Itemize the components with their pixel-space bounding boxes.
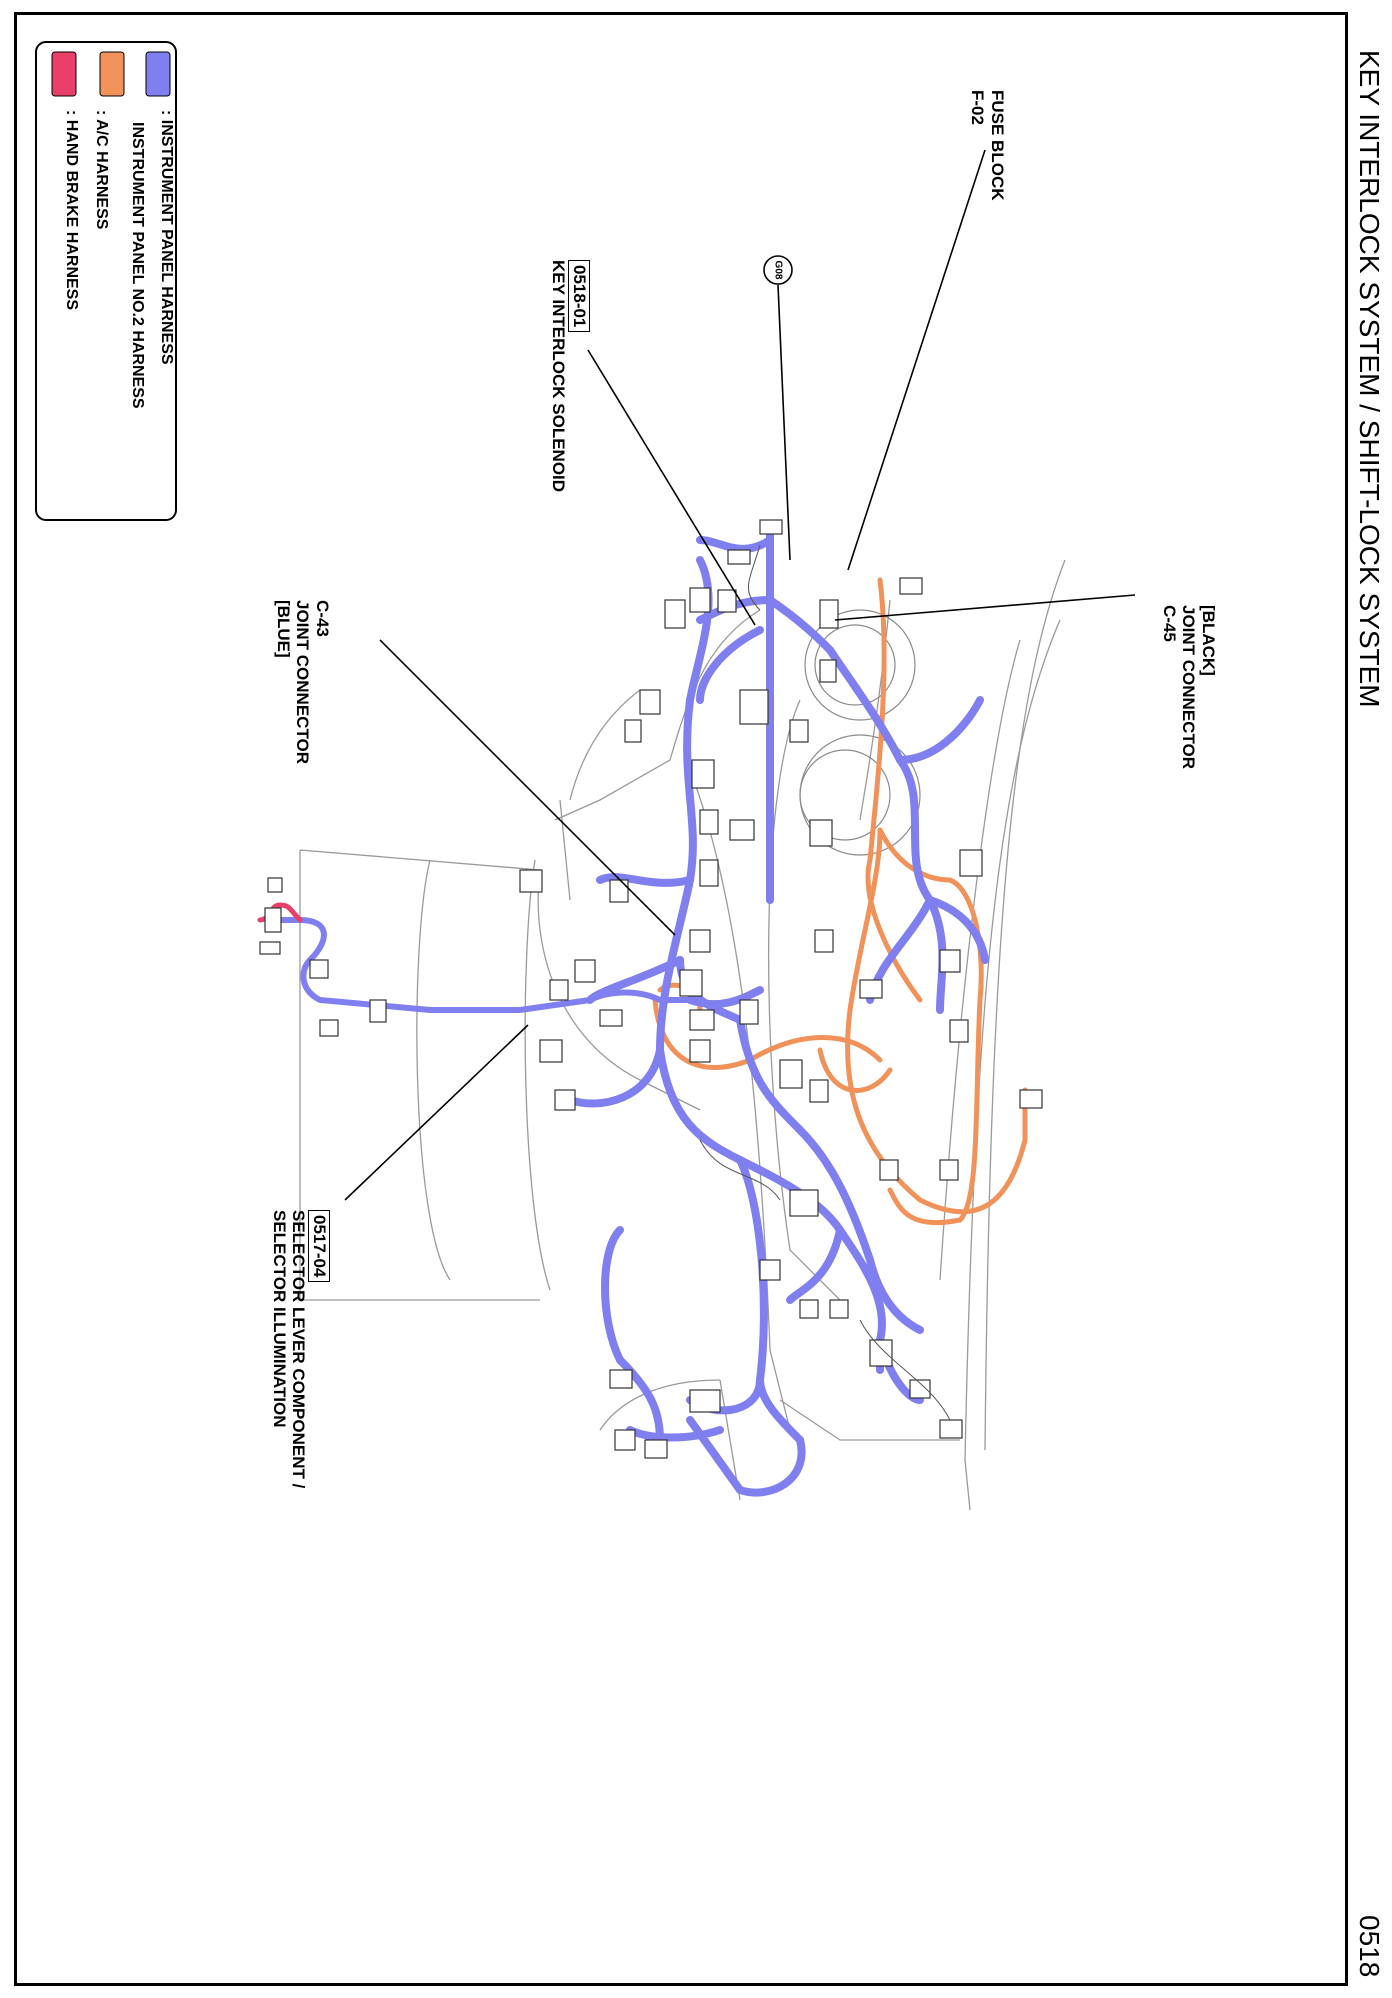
selector-line1: SELECTOR LEVER COMPONENT / bbox=[289, 1210, 309, 1489]
fuse-block-name: FUSE BLOCK bbox=[988, 90, 1007, 201]
fuse-block-callout: FUSE BLOCK F-02 bbox=[968, 90, 1007, 201]
selector-line2: SELECTOR ILLUMINATION bbox=[269, 1210, 289, 1428]
c45-code: C-45 bbox=[1159, 605, 1179, 642]
c43-color: [BLUE] bbox=[273, 600, 293, 658]
selector-harness bbox=[267, 917, 703, 1013]
legend-label-ac-harness: : A/C HARNESS bbox=[93, 110, 110, 230]
cluster-gauges bbox=[799, 609, 921, 856]
thin-wires bbox=[699, 544, 951, 1421]
c43-callout: C-43 JOINT CONNECTOR [BLUE] bbox=[273, 600, 332, 764]
legend-label-handbrake-harness: : HAND BRAKE HARNESS bbox=[63, 110, 80, 311]
instrument-panel-harness bbox=[566, 526, 989, 1497]
legend-label-ip2-harness: INSTRUMENT PANEL NO.2 HARNESS bbox=[129, 122, 146, 409]
dashboard-outline bbox=[299, 559, 1066, 1511]
legend-box bbox=[35, 41, 177, 521]
c43-type: JOINT CONNECTOR bbox=[293, 600, 313, 765]
connectors bbox=[259, 519, 1043, 1459]
key-interlock-name: KEY INTERLOCK SOLENOID bbox=[549, 260, 569, 493]
selector-code: 0517-04 bbox=[308, 1210, 330, 1283]
fuse-block-code: F-02 bbox=[968, 90, 988, 125]
ground-g08: G08 bbox=[763, 255, 793, 285]
legend-label-ip-harness: : INSTRUMENT PANEL HARNESS bbox=[158, 110, 175, 365]
c45-callout: [BLACK] JOINT CONNECTOR C-45 bbox=[1159, 605, 1218, 769]
c45-type: JOINT CONNECTOR bbox=[1179, 605, 1199, 770]
c45-color: [BLACK] bbox=[1199, 605, 1218, 676]
key-interlock-code: 0518-01 bbox=[568, 260, 590, 333]
selector-callout: 0517-04 SELECTOR LEVER COMPONENT / SELEC… bbox=[269, 1210, 330, 1488]
page-frame bbox=[14, 12, 1348, 1986]
c43-code: C-43 bbox=[313, 600, 332, 637]
ground-label: G08 bbox=[772, 261, 783, 280]
key-interlock-callout: 0518-01 KEY INTERLOCK SOLENOID bbox=[549, 260, 590, 492]
leader-lines bbox=[344, 149, 1136, 1201]
